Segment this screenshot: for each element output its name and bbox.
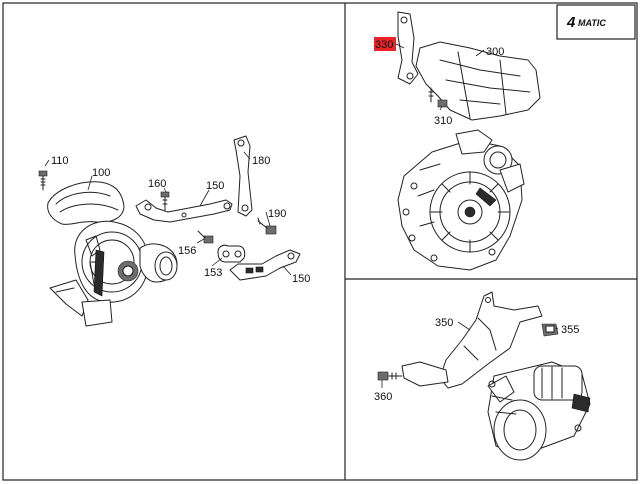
bolt-190 — [257, 217, 277, 235]
callout-153: 153 — [204, 267, 222, 279]
callout-360: 360 — [374, 391, 392, 403]
callout-150-upper: 150 — [206, 180, 224, 192]
transfer-case — [397, 129, 525, 271]
bracket-350 — [439, 291, 543, 389]
callout-156: 156 — [178, 245, 196, 257]
transfer-case-group — [397, 11, 541, 271]
callout-350: 350 — [435, 317, 453, 329]
bolt-110 — [38, 170, 48, 191]
heat-shield-100 — [47, 181, 125, 225]
badge-label: MATIC — [578, 18, 606, 28]
callout-labels: 110 100 160 150 180 190 156 153 150 330 … — [51, 37, 579, 403]
callout-180: 180 — [252, 155, 270, 167]
turbocharger-100 — [49, 220, 178, 327]
callout-330: 330 — [375, 39, 393, 51]
callout-355: 355 — [561, 324, 579, 336]
starter-group — [377, 291, 591, 461]
badge-box — [556, 4, 636, 40]
bolt-360 — [377, 371, 403, 381]
bracket-180 — [233, 135, 253, 217]
upper-right-leaders — [395, 43, 485, 111]
badge-number: 4 — [566, 14, 576, 31]
4matic-badge: 4 MATIC — [556, 4, 636, 40]
pipe-150-upper — [135, 199, 233, 223]
heat-shield-300 — [415, 41, 541, 121]
callout-190: 190 — [268, 208, 286, 220]
bracket-330 — [397, 11, 419, 85]
callout-110: 110 — [51, 155, 69, 167]
callout-330-highlight — [374, 37, 396, 51]
callout-160: 160 — [148, 178, 166, 190]
bolt-156 — [197, 230, 214, 244]
clip-355 — [541, 323, 559, 337]
left-leaders — [44, 151, 292, 276]
lower-right-leaders — [381, 321, 559, 388]
bolt-310 — [428, 87, 448, 108]
callout-100: 100 — [92, 167, 110, 179]
starter-motor — [487, 361, 591, 461]
callout-310: 310 — [434, 115, 452, 127]
bolt-160 — [160, 191, 170, 211]
callout-150-lower: 150 — [292, 273, 310, 285]
callout-300: 300 — [486, 46, 504, 58]
